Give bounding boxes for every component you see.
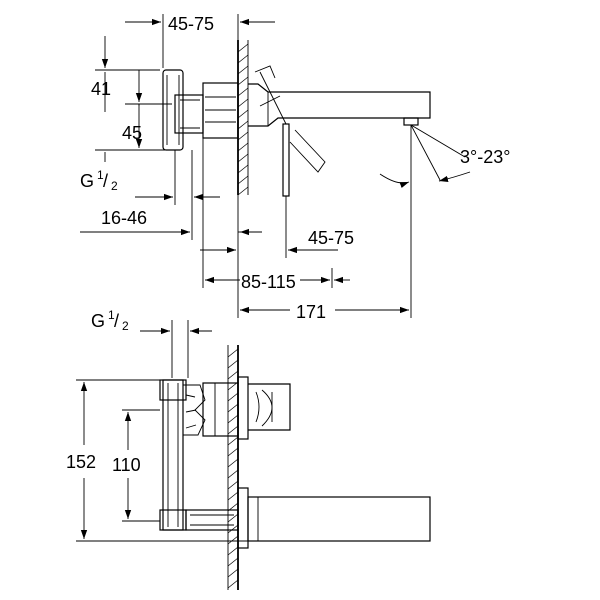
label-g-top-den: 2 (111, 179, 118, 193)
fraction-slash-bottom: / (114, 311, 119, 331)
hatch-line (227, 447, 239, 457)
label-g-bottom-den: 2 (122, 319, 129, 333)
spout (248, 83, 431, 127)
dim-171: 171 (240, 125, 412, 322)
handle-plate (237, 376, 291, 440)
valve-column (159, 379, 206, 531)
label-g-bottom: G (91, 311, 105, 331)
label-171: 171 (296, 302, 326, 322)
hatch-line (237, 186, 249, 196)
label-g-bottom-num: 1 (108, 308, 115, 322)
hatch-line (237, 153, 249, 163)
label-41: 41 (91, 79, 111, 99)
label-g-top-num: 1 (97, 168, 104, 182)
hatch-line (237, 175, 249, 185)
hatch-line (237, 164, 249, 174)
hatch-line (237, 98, 249, 108)
hatch-line (227, 359, 239, 369)
hatch-line (227, 370, 239, 380)
dim-g-half-top: G 1 / 2 (80, 150, 220, 205)
dim-16-46: 16-46 (80, 205, 262, 240)
hatch-line (227, 491, 239, 501)
hatch-line (227, 469, 239, 479)
dim-110: 110 (112, 409, 160, 522)
hatch-line (227, 436, 239, 446)
valve-body (202, 82, 239, 139)
hatch-line (237, 65, 249, 75)
hatch-line (227, 513, 239, 523)
hatch-line (227, 414, 239, 424)
label-angle: 3°-23° (460, 147, 510, 167)
hatch-line (237, 109, 249, 119)
hatch-line (237, 120, 249, 130)
cartridge-housing (202, 382, 239, 437)
label-45: 45 (122, 123, 142, 143)
hatch-line (227, 546, 239, 556)
label-110: 110 (112, 455, 141, 475)
hatch-line (227, 480, 239, 490)
dim-41-45: 41 45 (91, 36, 172, 162)
lever-handle (162, 69, 204, 151)
label-152: 152 (66, 452, 96, 472)
hatch-line (237, 131, 249, 141)
dim-45-75-top: 45-75 (125, 14, 275, 68)
hatch-line (227, 535, 239, 545)
hatch-line (227, 348, 239, 358)
label-85-115: 85-115 (241, 272, 296, 292)
hatch-line (227, 557, 239, 567)
hatch-line (237, 142, 249, 152)
label-45-75-top: 45-75 (168, 14, 214, 34)
dim-45-75-bottom: 45-75 (200, 196, 354, 258)
dim-angle: 3°-23° (379, 124, 510, 189)
fraction-slash: / (103, 171, 108, 191)
dim-85-115: 85-115 (202, 258, 350, 292)
wall-section-top (237, 40, 249, 196)
hatch-line (227, 524, 239, 534)
hatch-line (237, 76, 249, 86)
hatch-line (237, 54, 249, 64)
top-side-view: 45-75 41 45 G 1 / 2 (80, 14, 510, 322)
label-45-75-bottom: 45-75 (308, 228, 354, 248)
hatch-line (237, 87, 249, 97)
hatch-line (227, 392, 239, 402)
spout-lower (185, 487, 431, 549)
hatch-line (227, 425, 239, 435)
dim-152: 152 (66, 379, 248, 542)
label-16-46: 16-46 (101, 208, 147, 228)
hatch-line (227, 568, 239, 578)
wall-section-bottom (227, 345, 239, 590)
cover-plate (254, 65, 326, 197)
hatch-line (227, 579, 239, 589)
hatch-line (227, 403, 239, 413)
dim-g-half-bottom: G 1 / 2 (91, 308, 212, 378)
hatch-line (237, 43, 249, 53)
front-elevation-view: G 1 / 2 152 110 (66, 308, 431, 590)
hatch-line (227, 458, 239, 468)
label-g-top: G (80, 171, 94, 191)
